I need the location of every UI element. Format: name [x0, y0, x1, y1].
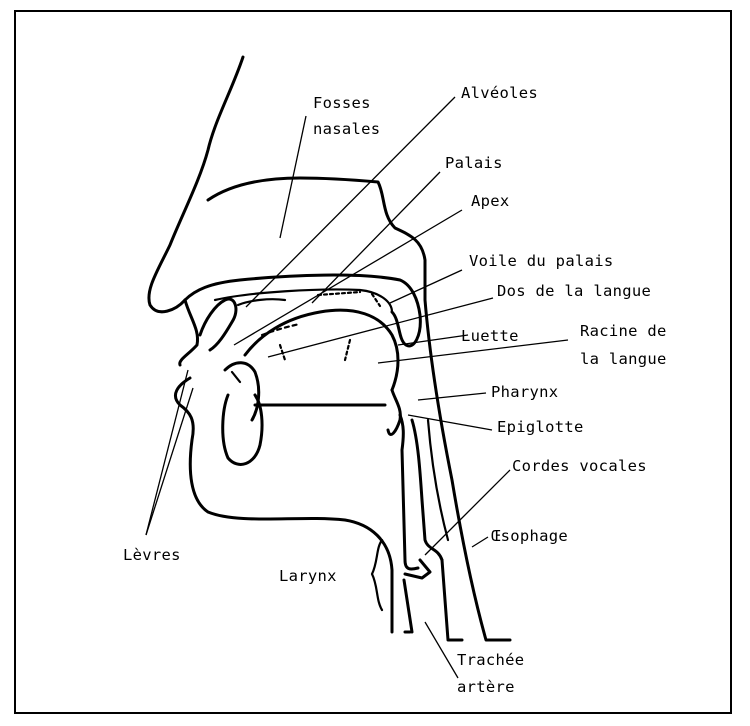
label-levres: Lèvres — [123, 546, 181, 564]
leader-levres-lower — [146, 388, 193, 535]
label-alveoles: Alvéoles — [461, 84, 538, 102]
label-epiglotte: Epiglotte — [497, 418, 584, 436]
label-oesophage: Œsophage — [491, 527, 568, 545]
label-fosses-nasales-1: Fosses — [313, 94, 371, 112]
leader-luette — [398, 335, 468, 345]
label-racine-2: la langue — [580, 350, 667, 368]
label-luette: Luette — [461, 327, 519, 345]
labels: Fosses nasales Alvéoles Palais Apex Voil… — [123, 84, 667, 696]
leader-levres-upper — [146, 370, 188, 535]
leader-palais — [312, 172, 440, 303]
leader-epiglotte — [408, 415, 492, 430]
label-racine-1: Racine de — [580, 322, 667, 340]
label-apex: Apex — [471, 192, 510, 210]
label-fosses-nasales-2: nasales — [313, 120, 380, 138]
label-larynx: Larynx — [279, 567, 337, 585]
larynx-bracket — [372, 540, 382, 610]
label-pharynx: Pharynx — [491, 383, 558, 401]
leader-pharynx — [418, 393, 486, 400]
label-voile-du-palais: Voile du palais — [469, 252, 613, 270]
label-palais: Palais — [445, 154, 503, 172]
oral-cavity-outline — [200, 292, 398, 464]
label-cordes-vocales: Cordes vocales — [512, 457, 647, 475]
label-trachee-2: artère — [457, 678, 515, 696]
label-trachee-1: Trachée — [457, 651, 524, 669]
nasal-cavity-outline — [185, 178, 510, 640]
pharynx-larynx-outline — [388, 390, 462, 640]
label-dos-de-la-langue: Dos de la langue — [497, 282, 651, 300]
leader-oesophage — [472, 537, 488, 547]
leader-trachee-artere — [425, 622, 458, 678]
